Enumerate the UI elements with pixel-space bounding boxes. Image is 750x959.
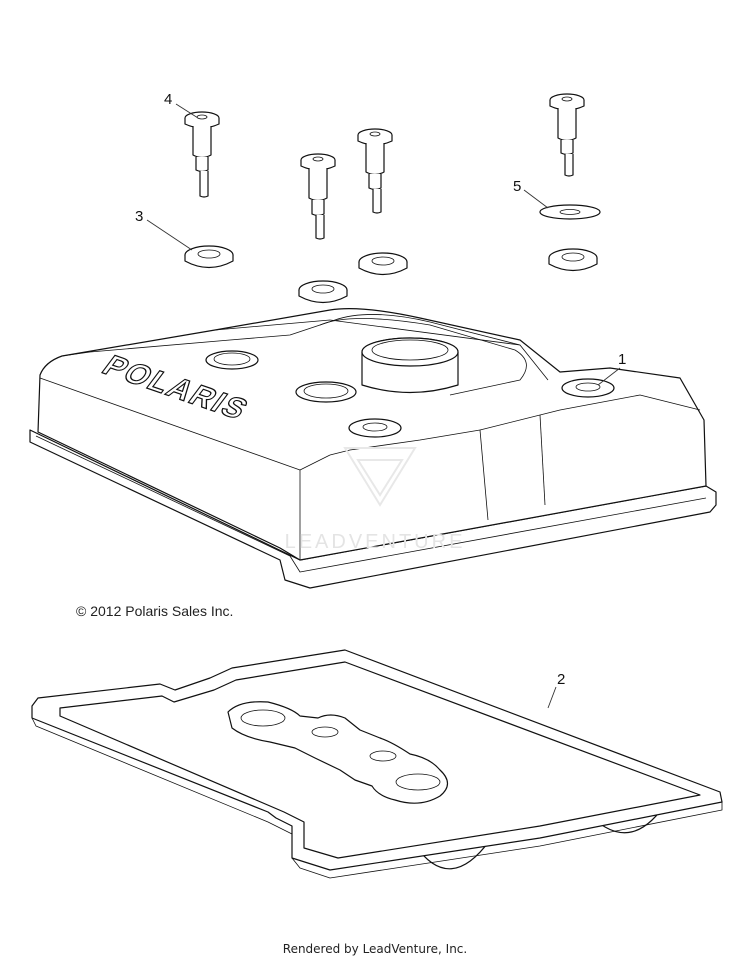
- grommet-3c: [298, 280, 348, 304]
- callout-2: 2: [557, 671, 565, 688]
- bolt-4b: [300, 153, 336, 240]
- watermark: LEADVENTURE: [285, 447, 466, 553]
- callout-4: 4: [164, 91, 172, 108]
- grommet-3d: [548, 248, 598, 272]
- leader-lines: [146, 103, 621, 709]
- grommet-3b: [358, 252, 408, 276]
- copyright-text: © 2012 Polaris Sales Inc.: [76, 603, 234, 619]
- watermark-text: LEADVENTURE: [285, 531, 466, 553]
- bolt-4a: [184, 111, 220, 198]
- bolt-4d: [549, 93, 585, 177]
- callout-1: 1: [618, 351, 626, 368]
- callout-3: 3: [135, 208, 143, 225]
- gasket-2: [31, 649, 723, 879]
- bolt-4c: [357, 128, 393, 214]
- washer-5: [539, 204, 601, 220]
- footer-credit: Rendered by LeadVenture, Inc.: [282, 942, 468, 956]
- valve-cover-1: POLARIS LEADVENTURE: [29, 308, 717, 589]
- grommet-3a: [184, 245, 234, 269]
- callout-5: 5: [513, 178, 521, 195]
